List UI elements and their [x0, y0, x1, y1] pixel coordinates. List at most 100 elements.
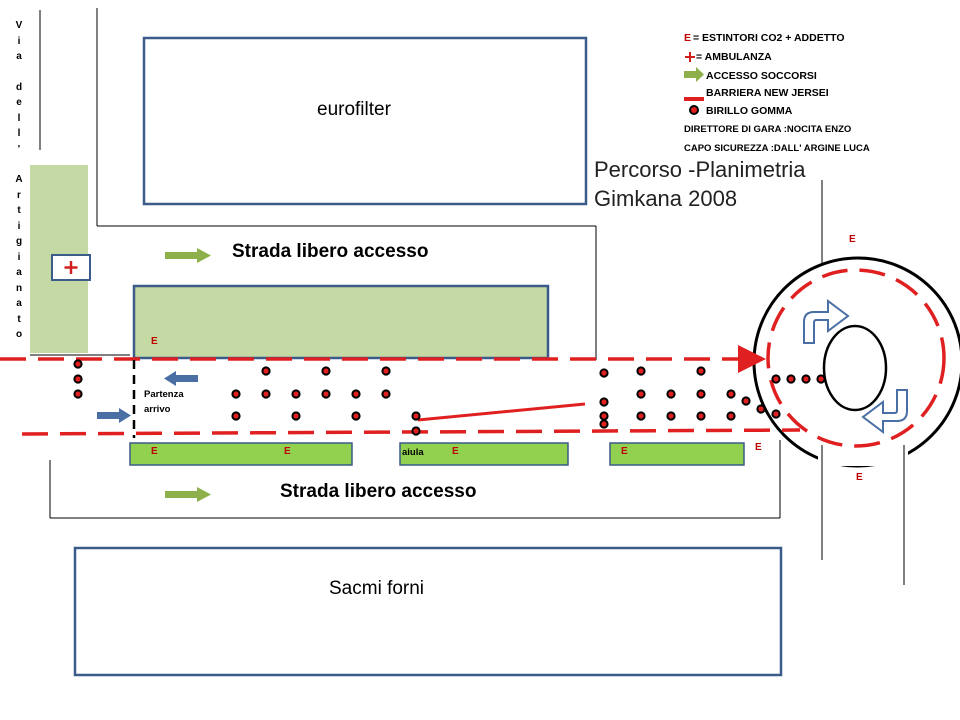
cone-marker — [321, 389, 331, 399]
legend-barrier: BARRIERA NEW JERSEI — [684, 87, 944, 103]
roundabout-inner — [822, 324, 888, 412]
eurofilter-label: eurofilter — [317, 99, 391, 120]
street-name-char: A — [15, 174, 23, 185]
street-name-char: g — [15, 236, 23, 247]
arrival-arrow-right-icon — [97, 408, 131, 423]
legend-cone-icon — [689, 105, 699, 115]
extinguisher-marker: E — [452, 446, 459, 457]
street-name-char: e — [16, 97, 22, 108]
grass-strip-2 — [399, 442, 569, 466]
road-bottom-label: Strada libero accesso — [280, 481, 477, 502]
extinguisher-marker: E — [856, 472, 863, 483]
street-name-char: n — [15, 282, 23, 294]
cone-marker — [771, 409, 781, 419]
green-access-arrow-top-icon — [165, 248, 211, 263]
extinguisher-marker: E — [849, 234, 856, 245]
street-name-char: o — [15, 329, 23, 340]
cone-marker — [411, 411, 421, 421]
cone-marker — [666, 389, 676, 399]
cone-marker — [599, 419, 609, 429]
extinguisher-marker: E — [151, 336, 158, 347]
legend: E = ESTINTORI CO2 + ADDETTO = AMBULANZA … — [684, 30, 944, 160]
cone-marker — [696, 411, 706, 421]
start-label-line2: arrivo — [144, 404, 171, 415]
street-name-char: ' — [17, 143, 21, 155]
map-title-line2: Gimkana 2008 — [594, 186, 738, 211]
building-sacmi-forni — [73, 546, 783, 677]
street-name-char: t — [17, 205, 21, 216]
legend-e-symbol: E — [684, 32, 692, 44]
roundabout-arrow-top-icon — [803, 299, 850, 344]
street-name-char: r — [17, 189, 21, 201]
extinguisher-marker: E — [755, 442, 762, 453]
street-name-char: l — [17, 128, 21, 139]
road-top-label: Strada libero accesso — [232, 241, 429, 262]
cone-marker — [381, 389, 391, 399]
street-name-char: a — [16, 298, 22, 309]
cone-marker — [381, 366, 391, 376]
cone-marker — [771, 374, 781, 384]
cone-marker — [599, 368, 609, 378]
cone-marker — [636, 411, 646, 421]
grass-strip-1 — [129, 442, 353, 466]
cone-marker — [73, 389, 83, 399]
cone-marker — [599, 397, 609, 407]
grass-strip-3 — [609, 442, 745, 466]
cone-marker — [321, 366, 331, 376]
cone-marker — [726, 411, 736, 421]
cone-marker — [801, 374, 811, 384]
cone-marker — [351, 389, 361, 399]
extinguisher-marker: E — [284, 446, 291, 457]
legend-cone-text: BIRILLO GOMMA — [706, 105, 793, 117]
cones-group — [73, 359, 826, 436]
cone-marker — [73, 359, 83, 369]
legend-barrier-text: BARRIERA NEW JERSEI — [706, 87, 829, 99]
building-eurofilter — [142, 36, 588, 206]
street-name-char: l — [17, 112, 21, 124]
street-name-char: i — [17, 35, 21, 47]
map-title-line1: Percorso -Planimetria — [594, 157, 806, 182]
cone-marker — [231, 411, 241, 421]
cone-marker — [816, 374, 826, 384]
cone-marker — [726, 389, 736, 399]
roundabout-arrow-bottom-icon — [861, 389, 908, 434]
roundabout-barrier — [766, 268, 946, 448]
legend-ambulance: = AMBULANZA — [684, 49, 944, 68]
cone-marker — [741, 396, 751, 406]
cone-marker — [696, 366, 706, 376]
grass-central-island — [132, 284, 550, 360]
cone-marker — [636, 389, 646, 399]
cone-marker — [261, 389, 271, 399]
legend-access-arrow-icon — [684, 67, 704, 82]
legend-access: ACCESSO SOCCORSI — [684, 68, 944, 87]
street-name-char: d — [15, 81, 23, 93]
legend-director-text: DIRETTORE DI GARA :NOCITA ENZO — [684, 124, 852, 135]
legend-cross-icon — [685, 52, 695, 62]
cone-marker — [666, 411, 676, 421]
street-name-char: i — [17, 220, 21, 232]
cone-marker — [599, 411, 609, 421]
barrier-diagonal — [417, 402, 586, 422]
legend-access-text: ACCESSO SOCCORSI — [706, 70, 817, 82]
aiuola-label: aiula — [402, 447, 424, 458]
cone-marker — [231, 389, 241, 399]
street-name-char: t — [17, 313, 21, 325]
cone-marker — [261, 366, 271, 376]
legend-ambulance-text: = AMBULANZA — [696, 51, 772, 63]
cone-marker — [636, 366, 646, 376]
cone-marker — [291, 411, 301, 421]
cone-marker — [73, 374, 83, 384]
legend-cone: BIRILLO GOMMA — [684, 103, 944, 122]
green-access-arrow-bottom-icon — [165, 487, 211, 502]
cone-marker — [411, 426, 421, 436]
legend-extinguisher: E = ESTINTORI CO2 + ADDETTO — [684, 30, 944, 49]
cone-marker — [696, 389, 706, 399]
legend-safety: CAPO SICUREZZA :DALL' ARGINE LUCA — [684, 141, 944, 160]
street-name-char: a — [16, 51, 22, 62]
start-label-line1: Partenza — [144, 389, 184, 400]
street-name-char: a — [16, 267, 22, 278]
legend-director: DIRETTORE DI GARA :NOCITA ENZO — [684, 122, 944, 141]
cone-marker — [351, 411, 361, 421]
